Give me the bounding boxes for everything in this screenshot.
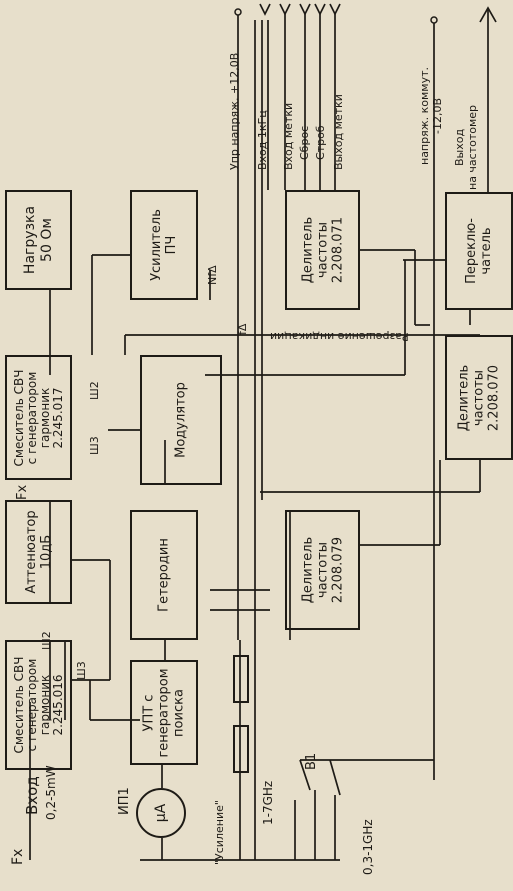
input-power-label: 0,2-5mW	[44, 765, 58, 820]
microammeter: μA	[136, 788, 186, 838]
load-text: Нагрузка 50 Ом	[21, 205, 55, 275]
mixer-input-block: Смеситель СВЧ с генератором гармоник 2.2…	[5, 640, 72, 770]
nfdelta-label: NfΔ	[206, 265, 219, 285]
modulator-text: Модулятор	[173, 382, 189, 458]
resistor-upper	[233, 655, 249, 703]
permission-label: Разрешение индикации	[270, 330, 409, 343]
mark-out-label: Выход метки	[332, 94, 345, 170]
sh2-out-label: Ш2	[88, 381, 101, 400]
band-high-label: 1-7GHz	[261, 780, 275, 825]
input-title-label: Вход	[23, 776, 41, 815]
divider-071-text: Делитель частоты 2.208.071	[300, 216, 345, 284]
sh2-in-label: Ш2	[40, 631, 53, 650]
strobe-label: Строб	[314, 125, 327, 160]
gain-label: "Усиление"	[213, 800, 226, 865]
heterodyne-text: Гетеродин	[156, 538, 172, 612]
mixer-output-block: Смеситель СВЧ с генератором гармоник 2.2…	[5, 355, 72, 480]
divider-071-block: Делитель частоты 2.208.071	[285, 190, 360, 310]
modulator-block: Модулятор	[140, 355, 222, 485]
heterodyne-block: Гетеродин	[130, 510, 198, 640]
output-label: Выход на частотомер	[453, 104, 479, 190]
sh3-in-label: Ш3	[75, 661, 88, 680]
mark-in-label: Вход метки	[282, 102, 295, 170]
attenuator-block: Аттенюатор 10дБ	[5, 500, 72, 604]
upt-text: УПТ с генератором поиска	[141, 667, 187, 758]
attenuator-text: Аттенюатор 10дБ	[23, 510, 54, 594]
resistor-lower	[233, 725, 249, 773]
upt-block: УПТ с генератором поиска	[130, 660, 198, 765]
divider-070-block: Делитель частоты 2.208.070	[445, 335, 513, 460]
if-amplifier-text: Усилитель ПЧ	[149, 209, 179, 281]
switch-ref-label: В1	[304, 752, 319, 770]
supply-label: Упр напряж. +12,0В	[228, 52, 241, 170]
divider-079-block: Делитель частоты 2.208.079	[285, 510, 360, 630]
mixer-input-text: Смеситель СВЧ с генератором гармоник 2.2…	[11, 656, 65, 754]
fx-input-label: Fx	[10, 848, 26, 865]
fdelta-label: fΔ	[236, 323, 249, 335]
switch-block: Переклю- чатель	[445, 192, 513, 310]
fx-mid-label: Fx	[15, 484, 30, 500]
comm-voltage-label: напряж. коммут. -12,0В	[418, 66, 444, 165]
band-low-label: 0,3-1GHz	[361, 819, 375, 875]
reset-label: Сброс	[298, 125, 311, 160]
in-1khz-label: Вход 1кГц	[256, 110, 269, 170]
switch-text: Переклю- чатель	[464, 218, 494, 284]
mixer-output-text: Смеситель СВЧ с генератором гармоник 2.2…	[11, 369, 65, 466]
meter-ref-label: ИП1	[117, 787, 132, 815]
divider-070-text: Делитель частоты 2.208.070	[456, 364, 502, 431]
sh3-out-label: Ш3	[88, 436, 101, 455]
meter-text: μA	[152, 803, 169, 823]
load-block: Нагрузка 50 Ом	[5, 190, 72, 290]
if-amplifier-block: Усилитель ПЧ	[130, 190, 198, 300]
divider-079-text: Делитель частоты 2.208.079	[300, 536, 345, 604]
